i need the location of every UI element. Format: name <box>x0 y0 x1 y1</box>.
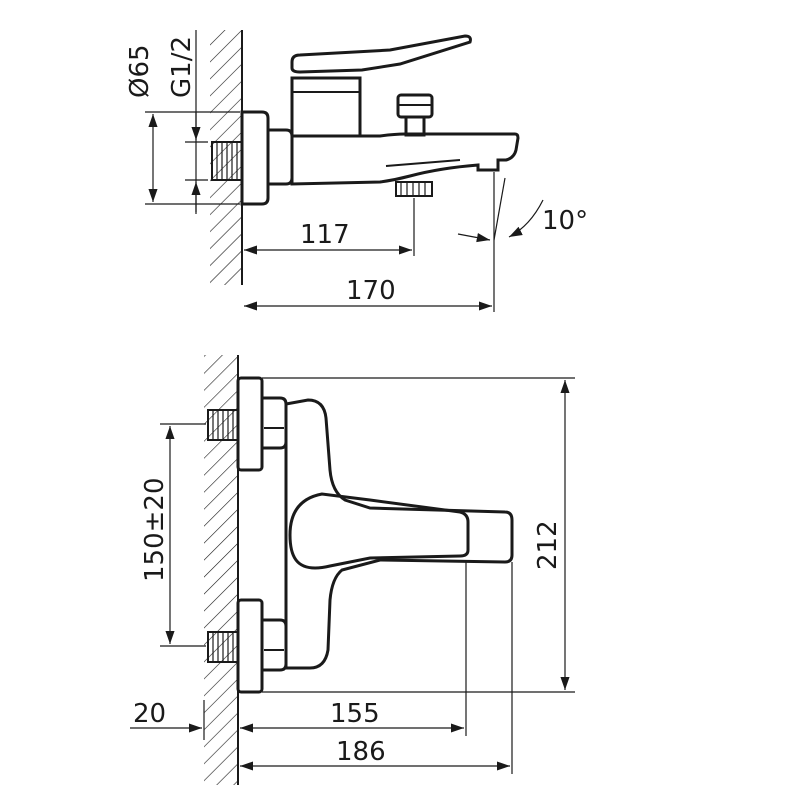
dim-diameter-line <box>145 111 240 205</box>
dim-angle-line <box>457 177 544 243</box>
dim-spout-length-line <box>244 198 415 256</box>
rosette-top <box>240 110 270 206</box>
dim-wall-offset-label: 20 <box>133 699 166 729</box>
dim-angle-label: 10° <box>542 206 588 236</box>
dim-height-label: 212 <box>533 520 563 570</box>
side-view: Ø65 G1/2 117 170 10° <box>125 30 588 312</box>
dim-wall-offset-line <box>130 700 205 740</box>
dim-total-depth-line <box>244 172 495 312</box>
cartridge-top <box>290 76 362 138</box>
upper-inlet-front <box>207 376 288 472</box>
front-view: 150±20 212 20 155 186 <box>130 355 575 785</box>
mixer-body-front <box>284 398 514 670</box>
dim-diameter-label: Ø65 <box>125 44 155 98</box>
dim-thread-label: G1/2 <box>167 36 197 98</box>
lever-handle-top <box>290 34 472 74</box>
dim-inlet-spacing-label: 150±20 <box>140 478 170 583</box>
dim-spout-length-label: 117 <box>300 220 350 250</box>
dim-total-width-line <box>240 562 513 774</box>
lever-handle-front <box>288 492 470 570</box>
dim-height-line <box>262 377 575 693</box>
dim-total-width-label: 186 <box>336 737 386 767</box>
dim-handle-reach-line <box>240 562 467 736</box>
dim-inlet-spacing-line <box>160 423 206 647</box>
shower-outlet-top <box>395 181 433 197</box>
connector-nut-top <box>266 128 294 186</box>
dim-handle-reach-label: 155 <box>330 699 380 729</box>
wall-hatch-front <box>204 355 238 785</box>
diverter-knob-top <box>396 93 434 137</box>
mixer-body-top <box>290 132 520 186</box>
dim-total-depth-label: 170 <box>346 276 396 306</box>
dim-thread-line <box>185 30 208 214</box>
inlet-thread-top <box>211 141 243 181</box>
